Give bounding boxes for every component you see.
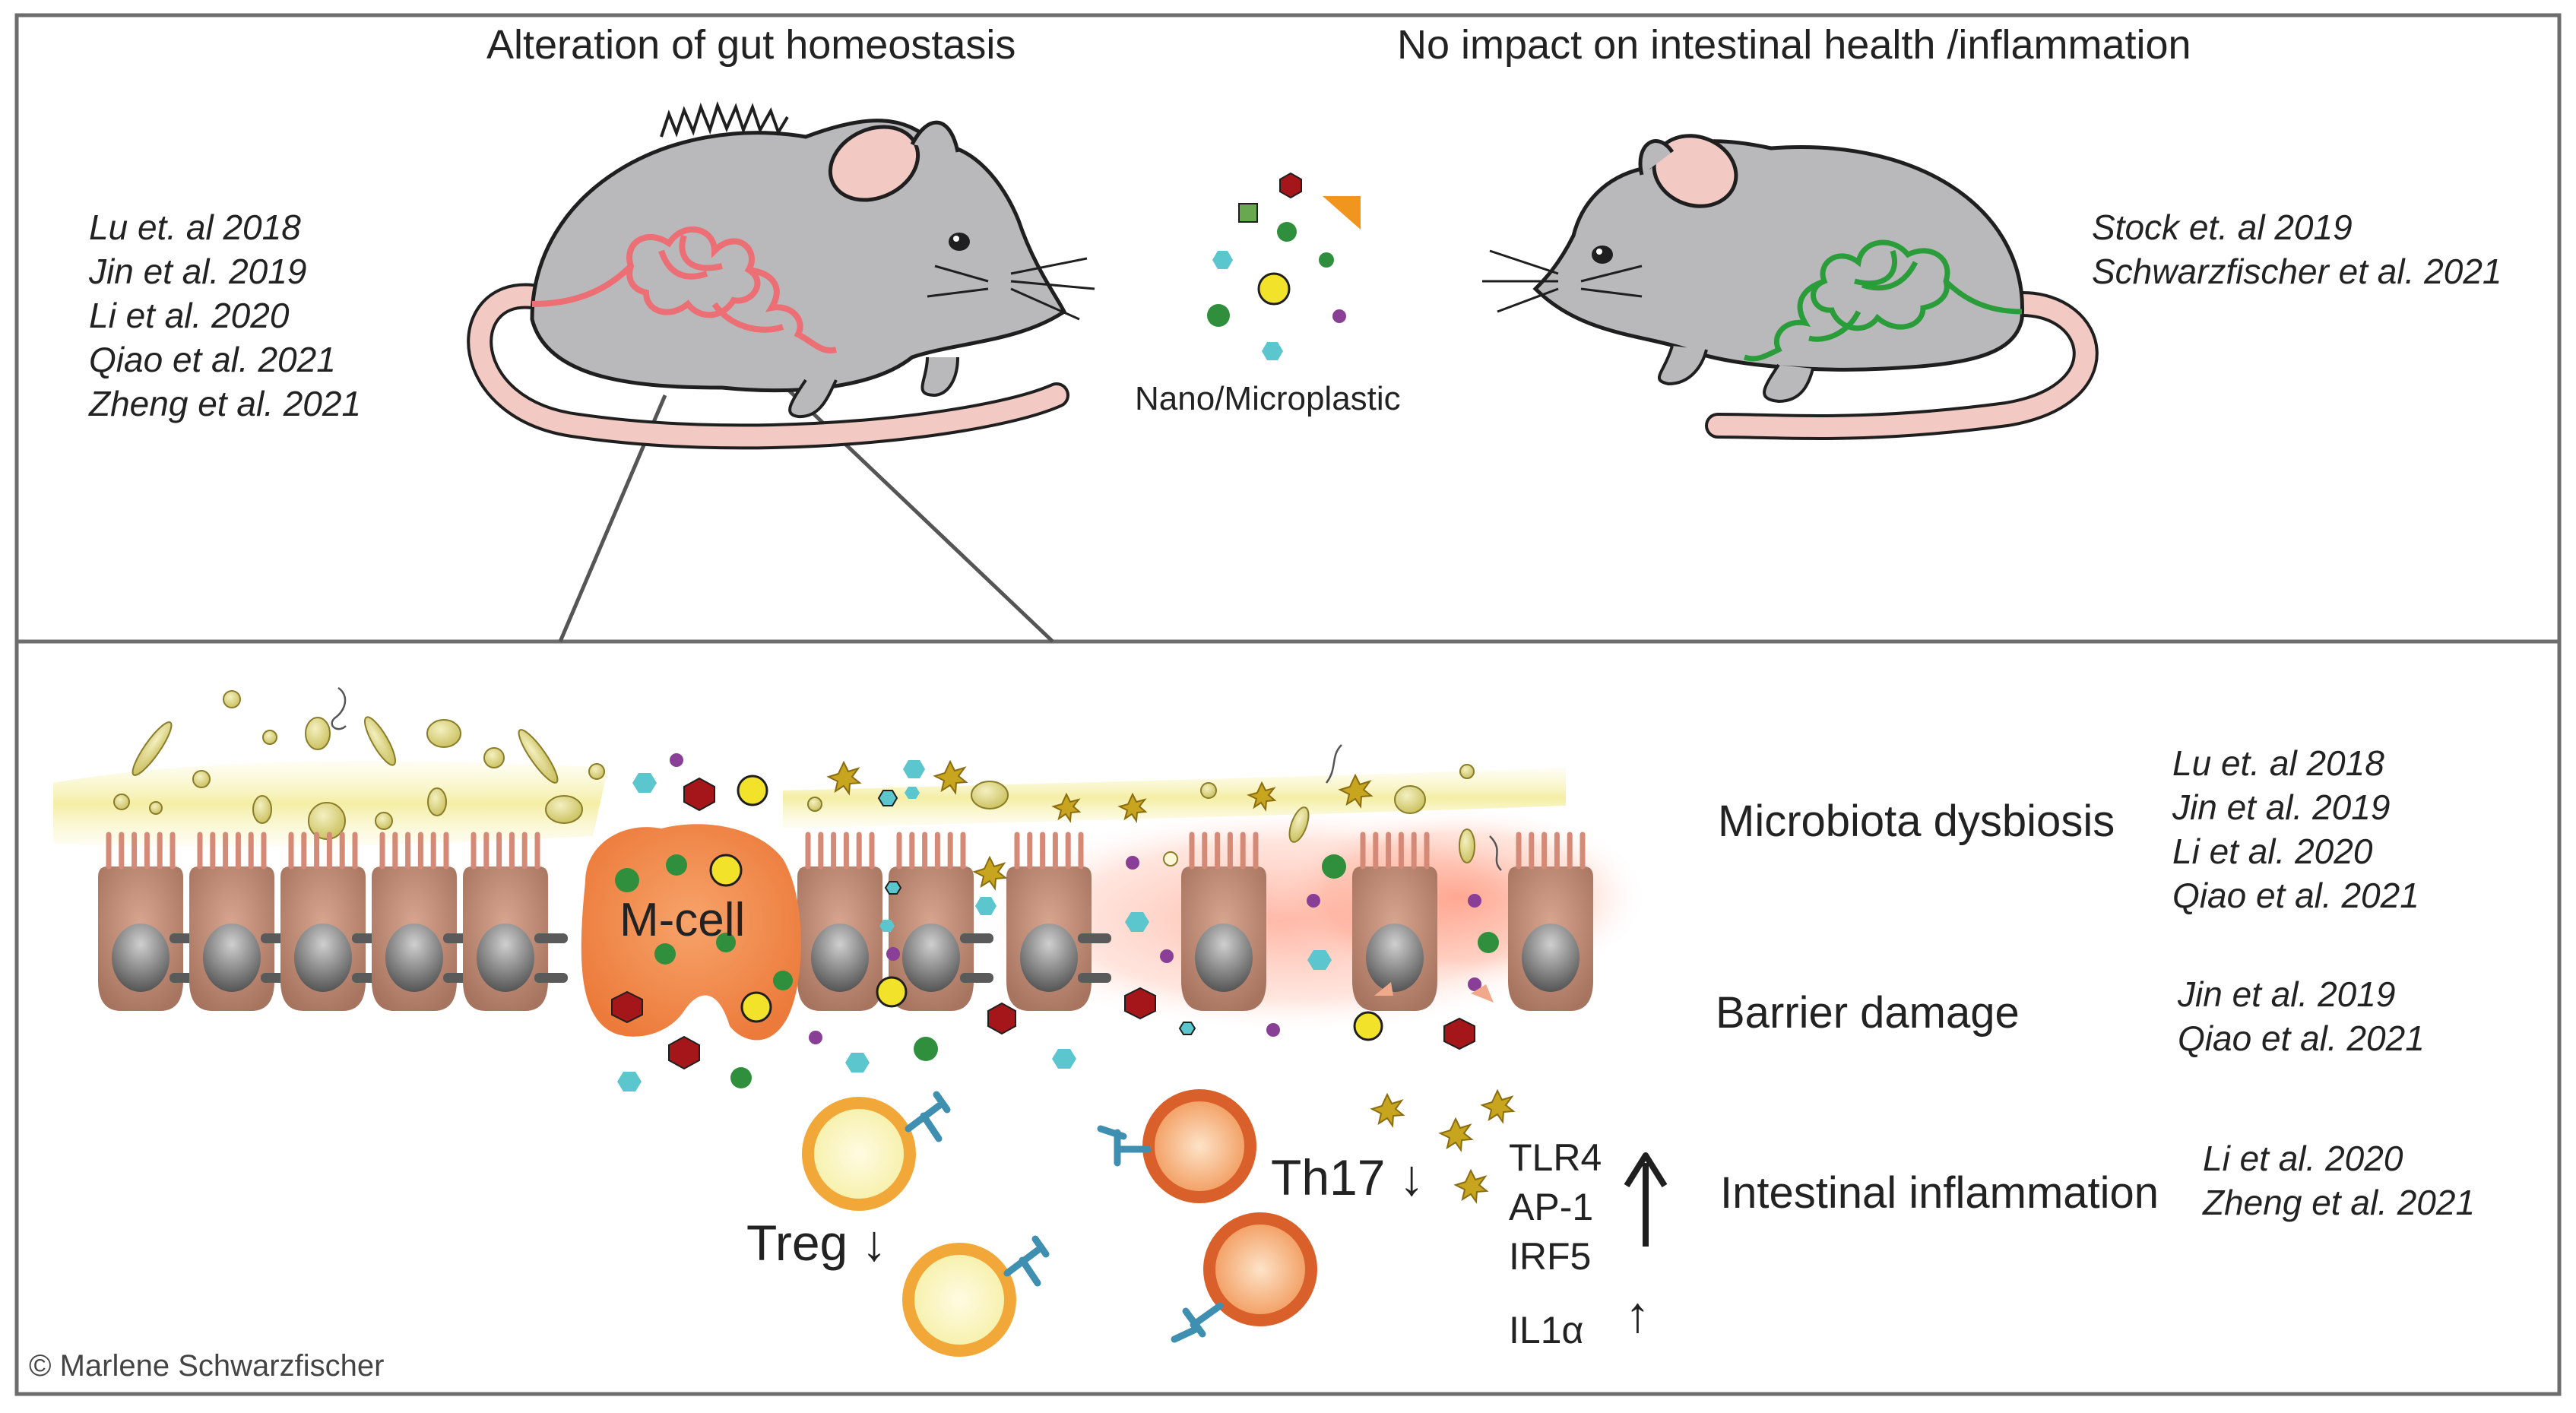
healthy-gut-icon xyxy=(1743,239,2023,362)
epithelial-cells xyxy=(98,832,1593,1011)
tight-junction xyxy=(1078,933,1111,943)
reference: Lu et. al 2018 xyxy=(2172,743,2384,783)
epithelial-cell xyxy=(797,832,882,1011)
th17-cell-icon xyxy=(1097,1089,1317,1343)
treg-label: Treg ↓ xyxy=(746,1215,887,1272)
reference: Qiao et al. 2021 xyxy=(2172,876,2419,915)
marker-ap1: AP-1 xyxy=(1509,1186,1594,1228)
particles-label: Nano/Microplastic xyxy=(1135,380,1401,417)
tight-junction xyxy=(960,933,993,943)
right-heading: No impact on intestinal health /inflamma… xyxy=(1397,22,2191,68)
m-cell-label: M-cell xyxy=(619,894,746,946)
bacteria-icon xyxy=(113,690,1475,866)
mouse-left-icon xyxy=(467,101,1095,450)
reference: Li et al. 2020 xyxy=(89,296,290,335)
reference: Zheng et al. 2021 xyxy=(89,384,362,423)
reference: Zheng et al. 2021 xyxy=(2203,1183,2476,1222)
plastic-particles-icon xyxy=(1207,172,1361,360)
epithelial-cell xyxy=(1508,832,1593,1011)
bottom-panel-frame xyxy=(14,639,2562,1396)
treg-label-text: Treg xyxy=(746,1215,848,1271)
epithelium-diagram xyxy=(53,686,1668,1357)
reference: Jin et al. 2019 xyxy=(89,252,307,291)
free-particles xyxy=(617,753,1499,1091)
epithelial-cell xyxy=(889,832,974,1011)
effect-label: Barrier damage xyxy=(1716,988,2020,1038)
reference: Lu et. al 2018 xyxy=(89,208,301,247)
epithelial-cell xyxy=(372,832,457,1011)
il1a-up-arrow: ↑ xyxy=(1625,1286,1650,1342)
marker-irf5: IRF5 xyxy=(1509,1235,1592,1278)
epithelial-cell xyxy=(463,832,548,1011)
top-panel-frame xyxy=(14,13,2562,644)
tight-junction xyxy=(534,973,568,983)
epithelial-cell xyxy=(1006,832,1092,1011)
reference: Stock et. al 2019 xyxy=(2092,208,2353,247)
reference: Jin et al. 2019 xyxy=(2178,974,2396,1014)
effect-label: Microbiota dysbiosis xyxy=(1718,797,2115,846)
th17-down-arrow: ↓ xyxy=(1399,1149,1424,1205)
copyright-text: © Marlene Schwarzfischer xyxy=(29,1349,385,1383)
tight-junction xyxy=(960,973,993,983)
th17-label-text: Th17 xyxy=(1271,1149,1386,1205)
marker-il1a: IL1α xyxy=(1509,1309,1584,1351)
reference: Schwarzfischer et al. 2021 xyxy=(2092,252,2502,291)
star-particles xyxy=(826,759,1516,1204)
epithelial-cell xyxy=(189,832,274,1011)
left-heading: Alteration of gut homeostasis xyxy=(486,22,1016,68)
reference: Li et al. 2020 xyxy=(2203,1139,2403,1178)
marker-tlr4: TLR4 xyxy=(1509,1136,1602,1179)
treg-cell-icon xyxy=(802,1091,1050,1357)
effect-label: Intestinal inflammation xyxy=(1720,1168,2159,1218)
m-cell-particles xyxy=(611,854,793,1024)
mouse-right-icon xyxy=(1482,134,2099,440)
tight-junction xyxy=(534,933,568,943)
reference: Li et al. 2020 xyxy=(2172,832,2373,871)
inflamed-gut-icon xyxy=(531,227,837,353)
epithelial-cell xyxy=(1352,832,1437,1011)
reference: Qiao et al. 2021 xyxy=(89,340,336,379)
treg-down-arrow: ↓ xyxy=(861,1215,887,1271)
th17-label: Th17 ↓ xyxy=(1271,1149,1424,1207)
tight-junction xyxy=(1078,973,1111,983)
reference: Jin et al. 2019 xyxy=(2172,787,2391,827)
reference: Qiao et al. 2021 xyxy=(2178,1019,2425,1058)
epithelial-cell xyxy=(98,832,183,1011)
epithelial-cell xyxy=(1181,832,1266,1011)
epithelial-cell xyxy=(280,832,366,1011)
